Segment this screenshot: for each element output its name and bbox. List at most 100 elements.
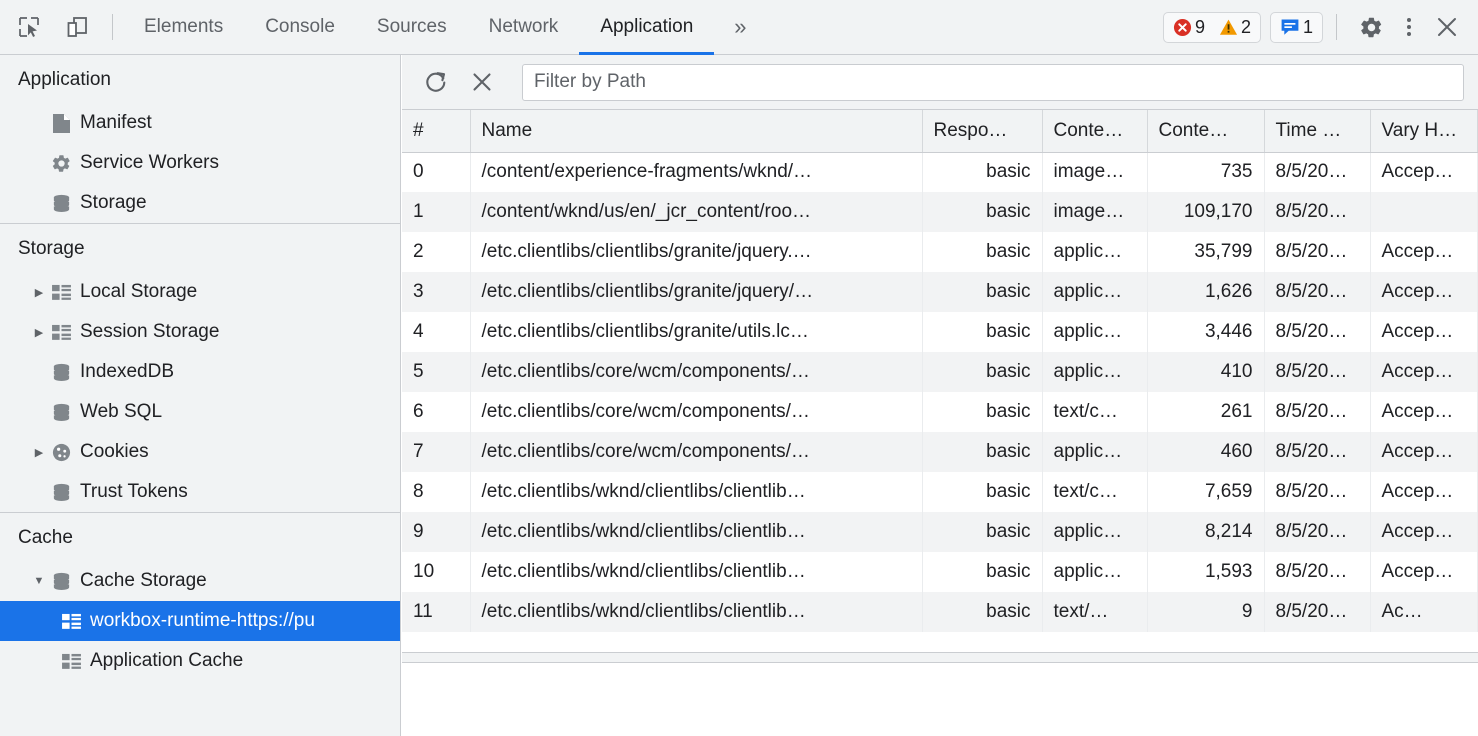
cell-index: 3 <box>402 272 471 312</box>
devtools-top-toolbar: Elements Console Sources Network Applica… <box>0 0 1478 55</box>
column-header-content-length[interactable]: Conte… <box>1147 110 1265 153</box>
cell-content-type: applic… <box>1042 352 1148 392</box>
cell-vary-header: Accep… <box>1370 232 1478 272</box>
sidebar-item-label: Manifest <box>80 112 152 133</box>
message-counter[interactable]: 1 <box>1280 18 1313 37</box>
table-row[interactable]: 5/etc.clientlibs/core/wcm/components/…ba… <box>402 352 1478 392</box>
chevron-right-icon[interactable]: ▶ <box>34 326 44 339</box>
sidebar-item-storage[interactable]: Storage <box>0 183 400 223</box>
sidebar-item-label: Storage <box>80 192 147 213</box>
sidebar-item-application-cache[interactable]: Application Cache <box>0 641 400 681</box>
database-icon <box>48 193 74 214</box>
cell-response-type: basic <box>922 192 1043 232</box>
more-options-icon[interactable] <box>1392 10 1426 44</box>
settings-gear-icon[interactable] <box>1354 10 1388 44</box>
table-row[interactable]: 6/etc.clientlibs/core/wcm/components/…ba… <box>402 392 1478 432</box>
tab-application[interactable]: Application <box>579 0 715 55</box>
filter-by-path-input[interactable] <box>522 63 1464 101</box>
close-icon[interactable] <box>1430 10 1464 44</box>
cell-response-type: basic <box>922 472 1043 512</box>
table-row[interactable]: 10/etc.clientlibs/wknd/clientlibs/client… <box>402 552 1478 592</box>
table-row[interactable]: 0/content/experience-fragments/wknd/…bas… <box>402 152 1478 192</box>
issues-counter-group[interactable]: 9 2 <box>1162 11 1261 43</box>
inspect-element-icon[interactable] <box>14 12 44 42</box>
column-header-index[interactable]: # <box>402 110 471 153</box>
cell-vary-header: Accep… <box>1370 352 1478 392</box>
cell-content-type: image… <box>1042 192 1148 232</box>
cell-time-cached: 8/5/20… <box>1264 592 1371 632</box>
error-count: 9 <box>1194 17 1205 37</box>
cell-content-type: applic… <box>1042 552 1148 592</box>
cell-content-type: image… <box>1042 152 1148 192</box>
message-count: 1 <box>1302 17 1313 37</box>
sidebar-item-cookies[interactable]: ▶ Cookies <box>0 432 400 472</box>
refresh-icon[interactable] <box>418 64 454 100</box>
column-header-name[interactable]: Name <box>470 110 923 153</box>
warning-counter[interactable]: 2 <box>1219 18 1251 37</box>
database-icon <box>48 482 74 503</box>
table-row[interactable]: 1/content/wknd/us/en/_jcr_content/roo…ba… <box>402 192 1478 232</box>
cell-time-cached: 8/5/20… <box>1264 552 1371 592</box>
horizontal-scrollbar[interactable] <box>402 652 1478 663</box>
chevron-down-icon[interactable]: ▼ <box>33 575 45 587</box>
sidebar-item-indexeddb[interactable]: IndexedDB <box>0 352 400 392</box>
cache-entry-preview-pane <box>402 663 1478 736</box>
sidebar-item-session-storage[interactable]: ▶ Session Storage <box>0 312 400 352</box>
delete-clear-icon[interactable] <box>464 64 500 100</box>
toolbar-left-icons <box>0 12 92 42</box>
sidebar-item-workbox-runtime-cache[interactable]: workbox-runtime-https://pu <box>0 601 400 641</box>
sidebar-item-cache-storage[interactable]: ▼ Cache Storage <box>0 561 400 601</box>
sidebar-item-manifest[interactable]: Manifest <box>0 103 400 143</box>
more-tabs-icon[interactable]: » <box>714 0 762 55</box>
table-grid-icon <box>48 324 74 341</box>
cell-content-length: 735 <box>1147 152 1265 192</box>
cell-time-cached: 8/5/20… <box>1264 512 1371 552</box>
sidebar-section-storage: Storage ▶ Local Storage ▶ <box>0 223 400 512</box>
cell-index: 10 <box>402 552 471 592</box>
cache-entries-table: # Name Respo… Conte… Conte… Time … Vary … <box>402 110 1478 632</box>
sidebar-item-trust-tokens[interactable]: Trust Tokens <box>0 472 400 512</box>
sidebar-item-label: Application Cache <box>90 650 244 671</box>
chevron-right-icon[interactable]: ▶ <box>34 446 44 459</box>
cell-index: 6 <box>402 392 471 432</box>
cell-time-cached: 8/5/20… <box>1264 192 1371 232</box>
sidebar-item-local-storage[interactable]: ▶ Local Storage <box>0 272 400 312</box>
sidebar-item-web-sql[interactable]: Web SQL <box>0 392 400 432</box>
cell-index: 9 <box>402 512 471 552</box>
cell-content-type: text/… <box>1042 592 1148 632</box>
table-row[interactable]: 11/etc.clientlibs/wknd/clientlibs/client… <box>402 592 1478 632</box>
cell-name: /etc.clientlibs/wknd/clientlibs/clientli… <box>470 552 923 592</box>
table-row[interactable]: 4/etc.clientlibs/clientlibs/granite/util… <box>402 312 1478 352</box>
cell-response-type: basic <box>922 392 1043 432</box>
chevron-right-icon[interactable]: ▶ <box>34 286 44 299</box>
table-row[interactable]: 8/etc.clientlibs/wknd/clientlibs/clientl… <box>402 472 1478 512</box>
column-header-vary-header[interactable]: Vary H… <box>1370 110 1478 153</box>
tab-elements[interactable]: Elements <box>123 0 244 55</box>
sidebar-item-service-workers[interactable]: Service Workers <box>0 143 400 183</box>
gear-icon <box>48 153 74 174</box>
table-header-row: # Name Respo… Conte… Conte… Time … Vary … <box>402 110 1478 153</box>
sidebar-item-label: Cache Storage <box>80 570 207 591</box>
tab-sources[interactable]: Sources <box>356 0 468 55</box>
column-header-content-type[interactable]: Conte… <box>1042 110 1148 153</box>
manifest-document-icon <box>48 113 74 134</box>
error-counter[interactable]: 9 <box>1173 18 1205 37</box>
cell-time-cached: 8/5/20… <box>1264 152 1371 192</box>
table-row[interactable]: 9/etc.clientlibs/wknd/clientlibs/clientl… <box>402 512 1478 552</box>
cell-content-length: 109,170 <box>1147 192 1265 232</box>
messages-counter-group[interactable]: 1 <box>1269 11 1323 43</box>
device-toolbar-icon[interactable] <box>62 12 92 42</box>
column-header-time-cached[interactable]: Time … <box>1264 110 1371 153</box>
table-grid-icon <box>48 284 74 301</box>
table-body: 0/content/experience-fragments/wknd/…bas… <box>402 152 1478 632</box>
cell-name: /etc.clientlibs/wknd/clientlibs/clientli… <box>470 472 923 512</box>
tab-network[interactable]: Network <box>468 0 580 55</box>
sidebar-item-label: Web SQL <box>80 401 163 422</box>
table-row[interactable]: 3/etc.clientlibs/clientlibs/granite/jque… <box>402 272 1478 312</box>
table-row[interactable]: 2/etc.clientlibs/clientlibs/granite/jque… <box>402 232 1478 272</box>
sidebar-item-label: Cookies <box>80 441 149 462</box>
tab-console[interactable]: Console <box>244 0 356 55</box>
column-header-response-type[interactable]: Respo… <box>922 110 1043 153</box>
table-row[interactable]: 7/etc.clientlibs/core/wcm/components/…ba… <box>402 432 1478 472</box>
warning-icon <box>1219 19 1238 35</box>
